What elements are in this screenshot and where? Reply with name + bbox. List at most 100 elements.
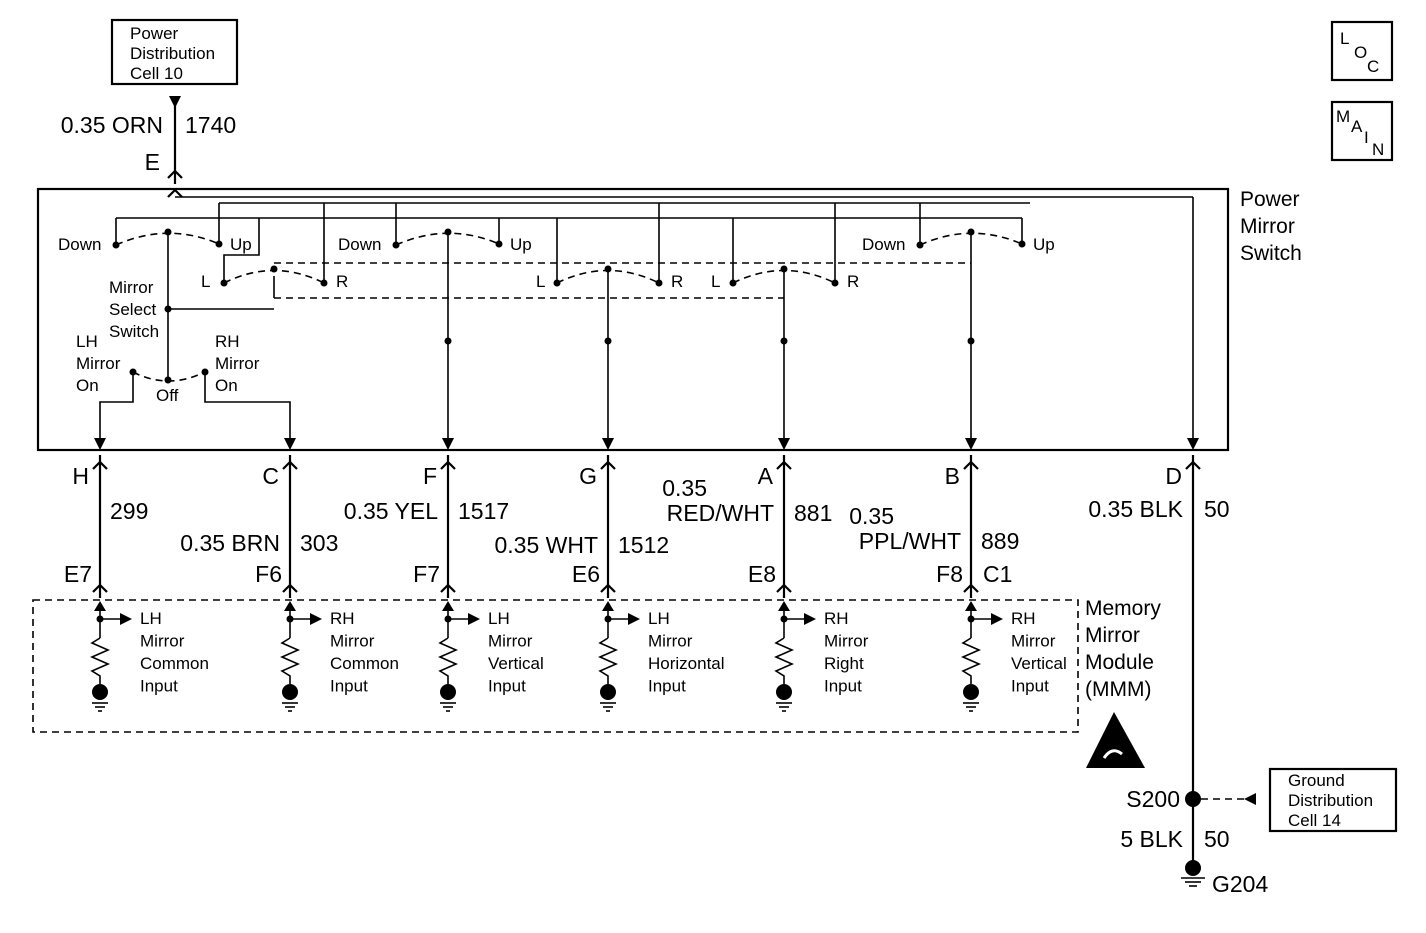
connector-a-mmm-pin-icon — [776, 583, 792, 593]
ground-circuit: D 0.35 BLK 50 S200 5 BLK 50 G204 — [1088, 455, 1268, 897]
ground-wire-label: 0.35 BLK — [1088, 496, 1183, 522]
power-circuit-label: 1740 — [185, 112, 236, 138]
connector-a-input-label: Input — [824, 677, 862, 696]
connector-c-input-label: Mirror — [330, 632, 375, 651]
ground-g204-label: G204 — [1212, 871, 1268, 897]
updown-switch-2: Down Up — [338, 203, 532, 254]
ground-distribution-box: Ground Distribution Cell 14 — [1268, 767, 1398, 833]
connector-h-input-arrow-icon — [94, 601, 106, 611]
connector-c-input-label: Input — [330, 677, 368, 696]
updown-switch-1: Down Up — [58, 203, 252, 254]
svg-text:Cell 14: Cell 14 — [1288, 811, 1341, 830]
svg-text:Switch: Switch — [109, 322, 159, 341]
switch-title: Power Mirror Switch — [1240, 188, 1302, 265]
connector-f-input-arrow-icon — [442, 601, 454, 611]
switch-output-arrows — [94, 232, 1199, 450]
connector-c-circuit: 303 — [300, 530, 338, 556]
connector-f-mmm-pin-icon — [440, 583, 456, 593]
connector-a-mmm-pin: E8 — [748, 561, 776, 587]
ground-circuit-label: 50 — [1204, 496, 1230, 522]
connector-a-pin-label: A — [758, 463, 774, 489]
connector-b-input-label: Mirror — [1011, 632, 1056, 651]
lr-switch-1: L R — [201, 203, 348, 291]
svg-text:M: M — [1336, 107, 1350, 126]
connector-b-resistor-icon — [961, 637, 981, 684]
mirror-select-switch: Mirror Select Switch LH Mirror On RH Mir… — [76, 232, 291, 440]
connector-a-input-label: Right — [824, 654, 864, 673]
pin-e-connector-icon — [167, 169, 183, 179]
power-mirror-switch-box — [36, 187, 1230, 452]
svg-text:(MMM): (MMM) — [1085, 678, 1151, 701]
svg-text:Ground: Ground — [1288, 771, 1345, 790]
connector-g-signal-arrow-icon — [628, 613, 640, 625]
connector-c-input-label: Common — [330, 654, 399, 673]
connector-b-input-label: RH — [1011, 609, 1036, 628]
switch-linkages — [273, 262, 971, 299]
connector-f-wire-color: 0.35 YEL — [344, 498, 438, 524]
loc-icon: L O C — [1330, 20, 1394, 82]
connector-c-signal-arrow-icon — [310, 613, 322, 625]
connector-c-mmm-pin-icon — [282, 583, 298, 593]
ground-pin-d: D — [1165, 463, 1182, 489]
connector-f-resistor-icon — [438, 637, 458, 684]
svg-text:Mirror: Mirror — [1240, 215, 1295, 238]
connector-a-wire-color: RED/WHT — [667, 500, 774, 526]
connector-b-input-arrow-icon — [965, 601, 977, 611]
svg-text:Mirror: Mirror — [1085, 624, 1140, 647]
connector-f-input-label: Mirror — [488, 632, 533, 651]
svg-text:Up: Up — [1033, 235, 1055, 254]
connector-c-resistor-icon — [280, 637, 300, 684]
connector-b-pin-icon — [963, 460, 979, 470]
connector-f-mmm-pin: F7 — [413, 561, 440, 587]
svg-text:C: C — [1367, 57, 1379, 76]
svg-text:Off: Off — [156, 386, 179, 405]
svg-text:R: R — [847, 272, 859, 291]
svg-text:I: I — [1364, 128, 1369, 147]
connector-h-circuit: 299 — [110, 498, 148, 524]
connector-g-input-label: Input — [648, 677, 686, 696]
connector-b-mmm-pin: F8 — [936, 561, 963, 587]
svg-text:Mirror: Mirror — [215, 354, 260, 373]
connector-a-pin-icon — [776, 460, 792, 470]
connector-g-pin-icon — [600, 460, 616, 470]
connector-h-signal-arrow-icon — [120, 613, 132, 625]
power-distribution-box: Power Distribution Cell 10 — [110, 18, 239, 86]
svg-text:Module: Module — [1085, 651, 1154, 674]
connector-g-input-label: LH — [648, 609, 670, 628]
connector-a-input-arrow-icon — [778, 601, 790, 611]
svg-text:Switch: Switch — [1240, 242, 1302, 265]
connector-a-circuit: 881 — [794, 500, 832, 526]
connector-c-mmm-pin: F6 — [255, 561, 282, 587]
svg-text:Down: Down — [58, 235, 101, 254]
connector-b-mmm-pin-icon — [963, 583, 979, 593]
connector-g-pin-label: G — [579, 463, 597, 489]
connector-b-circuit: 889 — [981, 528, 1019, 554]
connector-h-input-label: Input — [140, 677, 178, 696]
connector-f-pin-icon — [440, 460, 456, 470]
svg-text:R: R — [671, 272, 683, 291]
svg-text:Memory: Memory — [1085, 597, 1161, 620]
svg-text:R: R — [336, 272, 348, 291]
svg-text:LH: LH — [76, 332, 98, 351]
svg-text:On: On — [215, 376, 238, 395]
connector-b-pin-label: B — [945, 463, 960, 489]
connector-g-mmm-pin: E6 — [572, 561, 600, 587]
connector-g-input-label: Horizontal — [648, 654, 725, 673]
power-wire-label: 0.35 ORN — [61, 112, 163, 138]
connector-b-mmm-pin2: C1 — [983, 561, 1012, 587]
connector-g-circuit: 1512 — [618, 532, 669, 558]
updown-switch-3: Down Up — [862, 203, 1055, 254]
svg-text:L: L — [1340, 29, 1349, 48]
connector-b-wire-color: PPL/WHT — [859, 528, 961, 554]
connector-g-input-label: Mirror — [648, 632, 693, 651]
connector-a-signal-arrow-icon — [804, 613, 816, 625]
power-pin-label: E — [145, 149, 160, 175]
svg-text:O: O — [1354, 43, 1367, 62]
connector-h-input-label: Common — [140, 654, 209, 673]
power-dist-line3: Cell 10 — [130, 64, 183, 83]
connector-c-input-label: RH — [330, 609, 355, 628]
connector-a-resistor-icon — [774, 637, 794, 684]
connector-a-input-label: Mirror — [824, 632, 869, 651]
svg-text:Distribution: Distribution — [1288, 791, 1373, 810]
svg-text:A: A — [1351, 117, 1363, 136]
